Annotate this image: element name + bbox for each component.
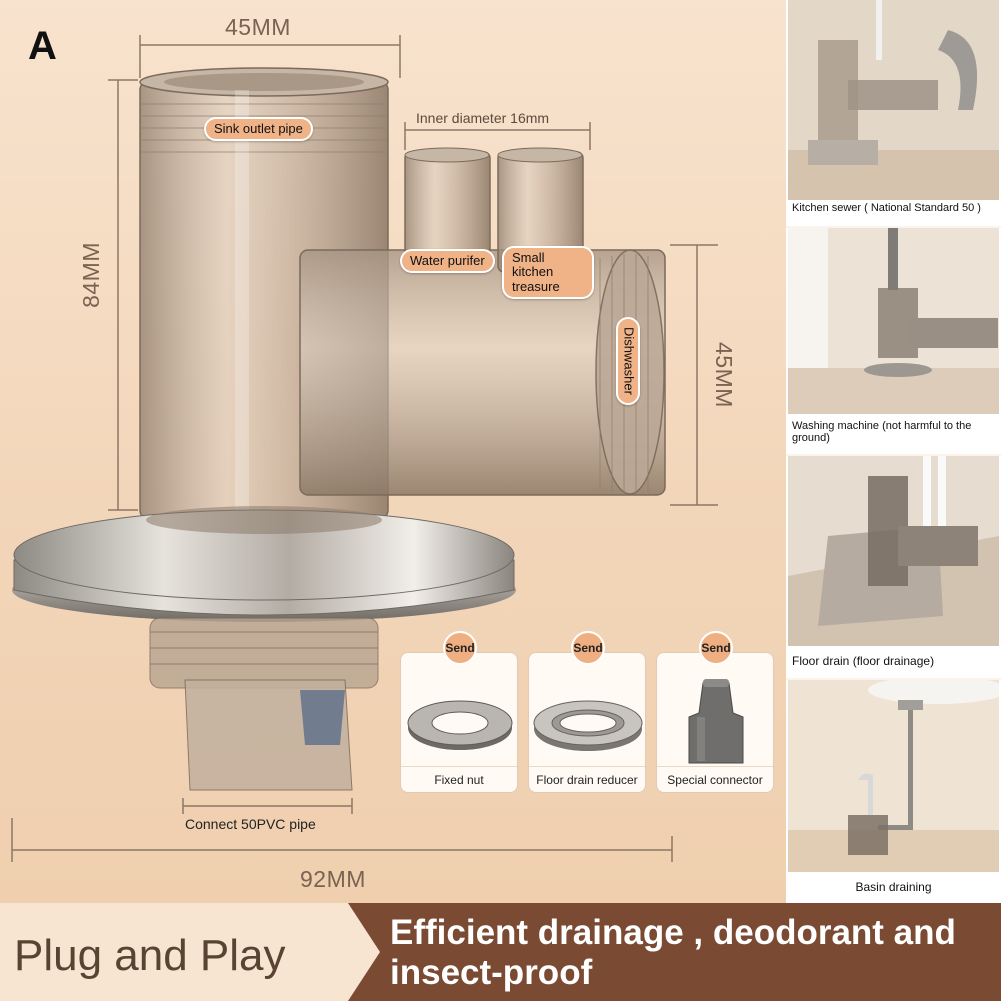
send-badge: Send <box>699 631 733 665</box>
label-dishwasher: Dishwasher <box>616 317 641 405</box>
drain-connector-illustration <box>11 35 718 862</box>
scene-caption: Kitchen sewer ( National Standard 50 ) <box>788 202 999 214</box>
accessory-label: Fixed nut <box>401 766 517 787</box>
basin-draining-scene-image <box>788 680 999 872</box>
banner-right-text: Efficient drainage , deodorant and insec… <box>390 913 956 992</box>
washing-machine-scene-image <box>788 228 999 414</box>
accessory-fixed-nut: Send Fixed nut <box>400 631 518 793</box>
scene-floor-drain: Floor drain (floor drainage) <box>786 456 1001 678</box>
fixed-nut-icon <box>407 700 513 750</box>
accessory-label: Floor drain reducer <box>529 766 645 787</box>
scene-kitchen-sewer: Kitchen sewer ( National Standard 50 ) <box>786 0 1001 226</box>
label-water-purifier: Water purifer <box>400 249 495 274</box>
accessory-label: Special connector <box>657 766 773 787</box>
bottom-banner: Plug and Play Efficient drainage , deodo… <box>0 903 1001 1001</box>
dimension-side-width: 45MM <box>711 342 737 408</box>
usage-scenes-panel: Kitchen sewer ( National Standard 50 ) W… <box>786 0 1001 903</box>
banner-left: Plug and Play <box>0 903 380 1001</box>
label-sink-outlet-pipe: Sink outlet pipe <box>204 117 313 142</box>
dimension-total-width: 92MM <box>300 866 366 892</box>
banner-left-text: Plug and Play <box>14 931 286 980</box>
banner-right: Efficient drainage , deodorant and insec… <box>348 903 1001 1001</box>
dimension-height: 84MM <box>78 242 104 308</box>
kitchen-sewer-scene-image <box>788 0 999 200</box>
dimension-top-width: 45MM <box>225 14 291 40</box>
variant-label: A <box>28 24 57 68</box>
special-connector-icon <box>688 679 744 764</box>
label-small-kitchen-treasure: Small kitchen treasure <box>502 246 594 299</box>
scene-caption: Floor drain (floor drainage) <box>788 654 999 668</box>
scene-caption: Washing machine (not harmful to the grou… <box>788 420 999 444</box>
send-badge: Send <box>443 631 477 665</box>
floor-drain-reducer-icon <box>533 700 643 751</box>
accessory-special-connector: Send Special connector <box>656 631 774 793</box>
scene-caption: Basin draining <box>788 880 999 894</box>
accessory-floor-drain-reducer: Send Floor drain reducer <box>528 631 646 793</box>
send-badge: Send <box>571 631 605 665</box>
scene-basin-draining: Basin draining <box>786 680 1001 903</box>
label-connect-pvc: Connect 50PVC pipe <box>185 816 316 832</box>
floor-drain-scene-image <box>788 456 999 646</box>
scene-washing-machine: Washing machine (not harmful to the grou… <box>786 228 1001 454</box>
dimension-inner-diameter: Inner diameter 16mm <box>416 110 550 126</box>
product-diagram-panel: A <box>0 0 786 903</box>
